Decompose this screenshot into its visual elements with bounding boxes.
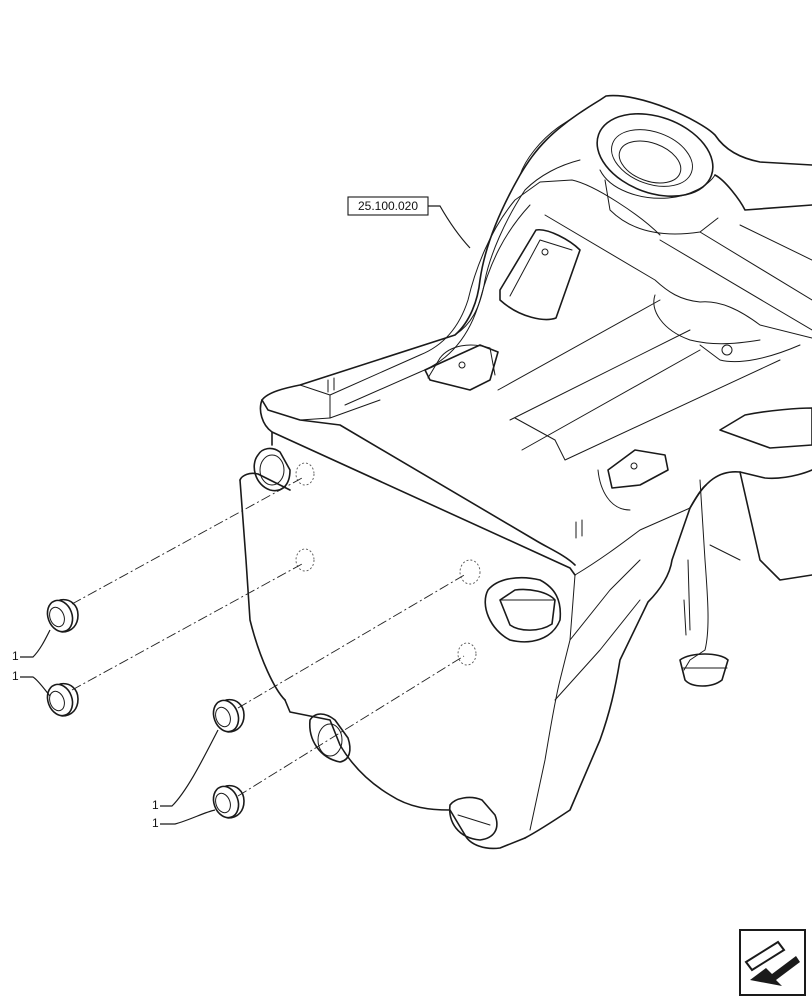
front-boss-top-left: [253, 447, 291, 492]
front-boss-bottom-left: [309, 713, 351, 763]
front-boss-right: [484, 576, 562, 643]
reference-box[interactable]: 25.100.020: [347, 196, 429, 216]
axle-support-frame: [239, 94, 812, 850]
assembly-centerlines: [71, 477, 467, 797]
front-boss-bottom-right: [449, 796, 498, 841]
plug-1-d[interactable]: [209, 783, 245, 821]
plug-1-b[interactable]: [43, 681, 79, 719]
nav-arrow-icon[interactable]: [739, 929, 806, 996]
plug-1-c[interactable]: [209, 697, 245, 735]
callout-number: 1: [12, 669, 19, 683]
callout-number: 1: [152, 798, 159, 812]
plug-1-a[interactable]: [43, 597, 79, 635]
callout-number: 1: [12, 649, 19, 663]
callout-leaders: [20, 205, 471, 825]
reference-label: 25.100.020: [358, 199, 418, 213]
callout-number: 1: [152, 816, 159, 830]
